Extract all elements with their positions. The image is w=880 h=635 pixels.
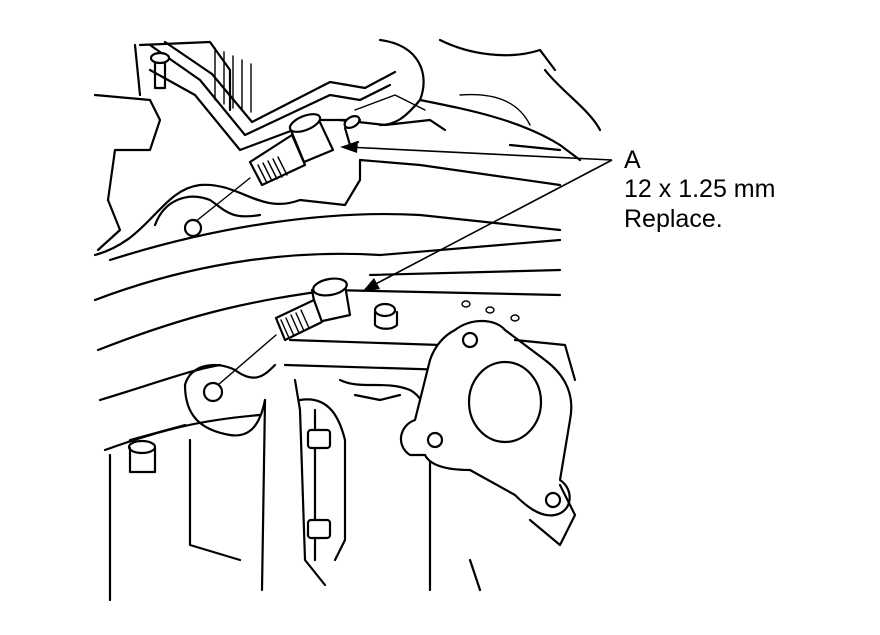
flange-hole-left xyxy=(426,431,444,449)
upper-engine-block xyxy=(93,38,602,252)
exhaust-flange xyxy=(399,319,577,547)
leader-line-upper xyxy=(346,146,613,161)
callout-leaders xyxy=(340,141,613,292)
lower-bolt xyxy=(217,277,352,386)
callout-letter: A xyxy=(624,146,641,174)
frame-studs xyxy=(373,300,520,330)
arrowhead-lower xyxy=(362,278,380,292)
pipe-fitting-ring xyxy=(149,51,171,65)
pipe-lines xyxy=(148,40,447,152)
shaft-clamp-upper xyxy=(306,428,332,450)
callout-bolt-spec: 12 x 1.25 mm xyxy=(624,175,775,203)
upper-bolt-hole xyxy=(183,218,203,238)
pipe-connector xyxy=(343,115,361,147)
flange-hole-bottom xyxy=(544,491,562,509)
upper-mount-bracket xyxy=(93,158,562,257)
leader-line-lower xyxy=(367,159,613,289)
lower-engine-block xyxy=(108,378,482,602)
upper-bolt xyxy=(194,113,335,223)
stud-cap xyxy=(127,439,157,455)
arrowhead-upper xyxy=(340,141,358,153)
flange-port xyxy=(467,360,543,444)
lower-mount-bracket xyxy=(127,363,277,474)
lower-bolt-hole xyxy=(202,381,224,403)
callout-label: A 12 x 1.25 mm Replace. xyxy=(624,146,775,233)
flange-hole-top xyxy=(461,331,479,349)
shaft-clamp-lower xyxy=(306,518,332,540)
callout-replace-note: Replace. xyxy=(624,205,723,233)
